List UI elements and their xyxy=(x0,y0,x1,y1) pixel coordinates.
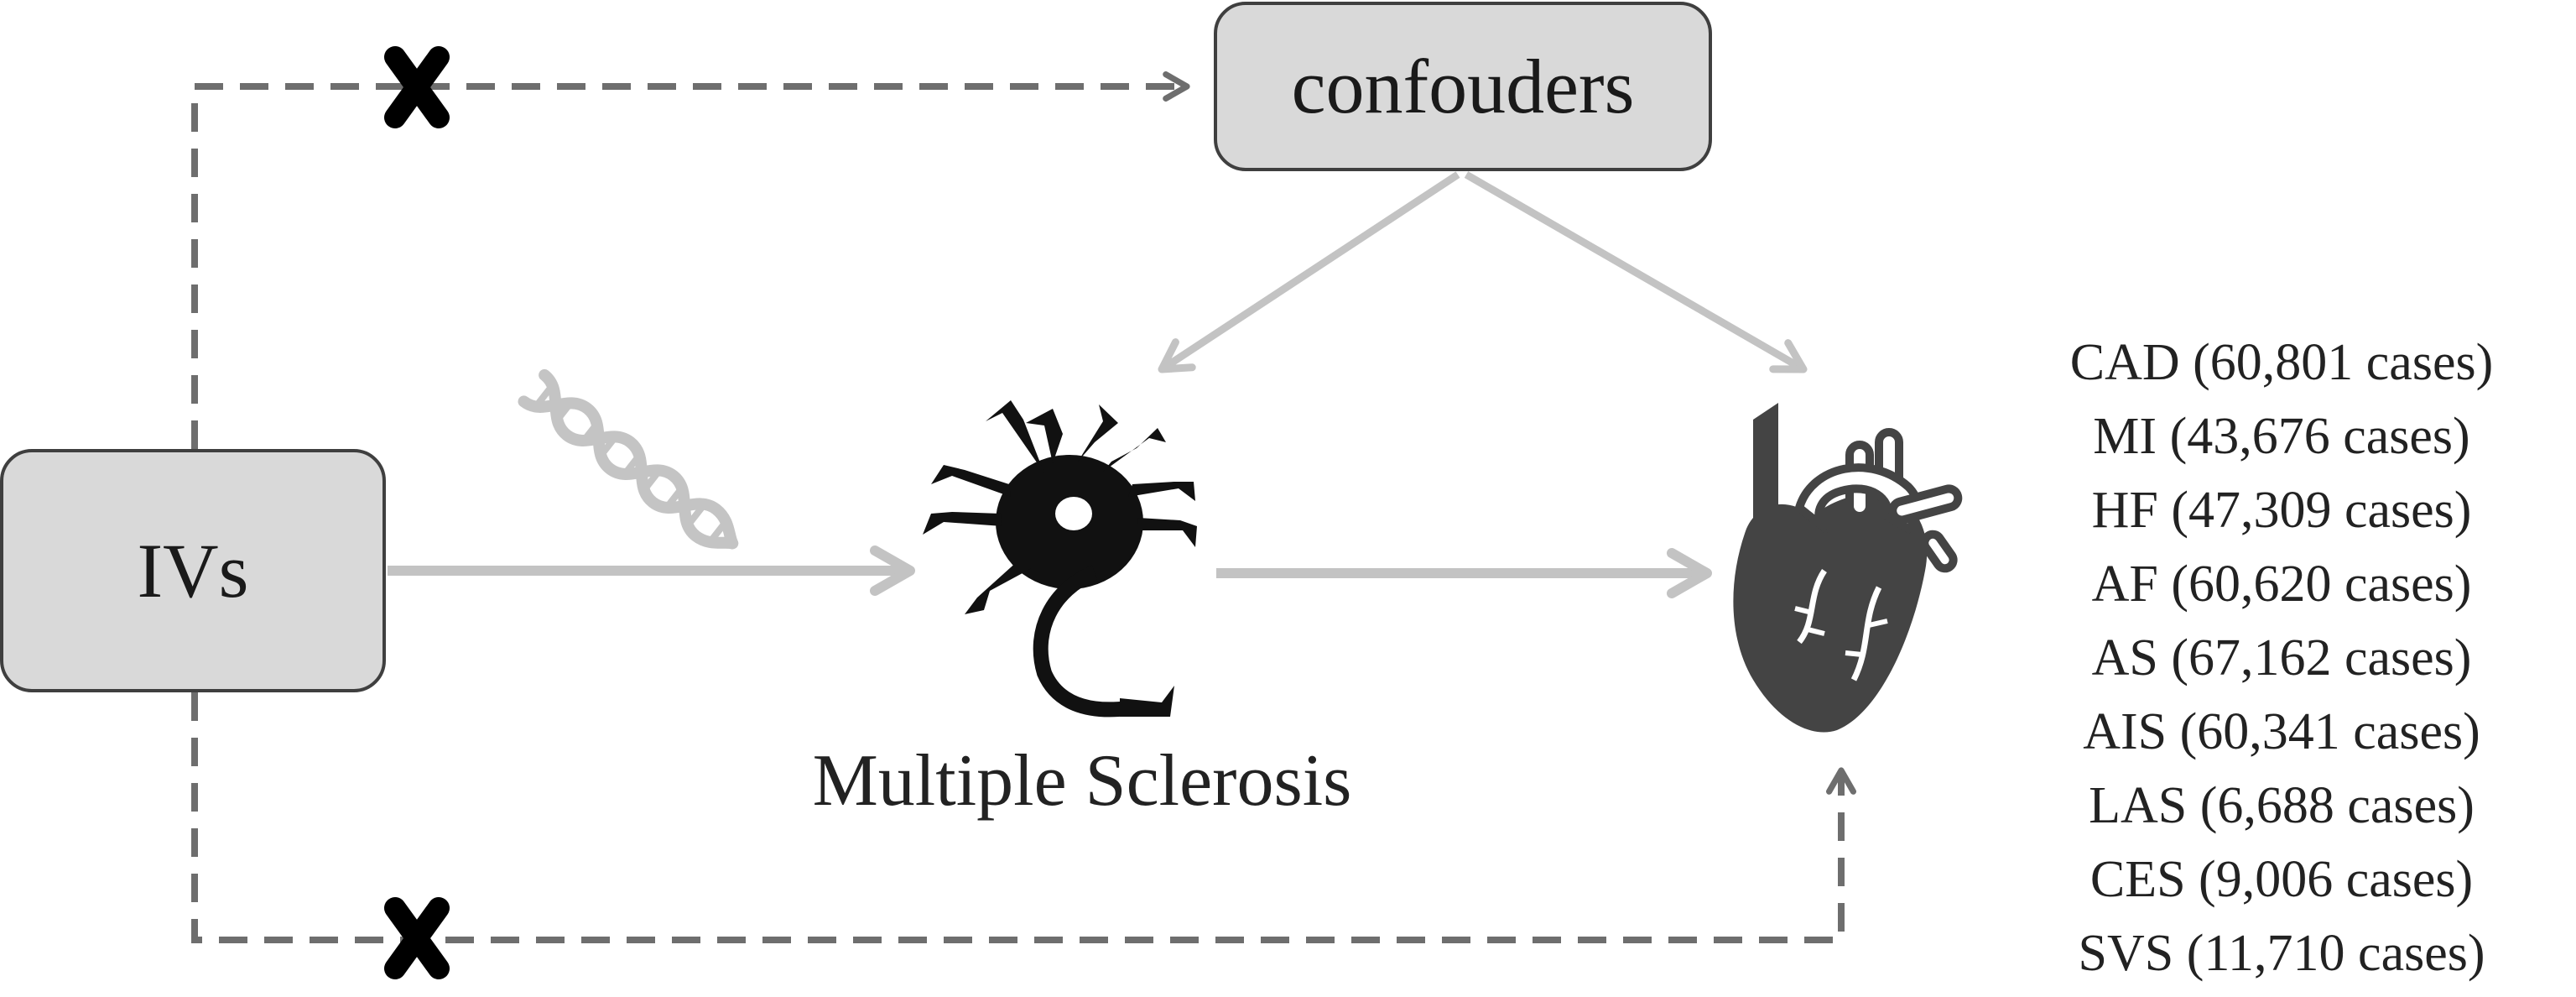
outcome-item: AIS (60,341 cases) xyxy=(2083,703,2480,760)
cross-mark-icon xyxy=(384,46,450,128)
confounders-label: confouders xyxy=(1291,44,1635,129)
arrow-confounders-to-outcome xyxy=(1464,171,1808,373)
exposure-label: Multiple Sclerosis xyxy=(812,740,1352,822)
ivs-box: IVs xyxy=(0,449,386,692)
outcome-item: CES (9,006 cases) xyxy=(2089,851,2474,908)
ivs-label: IVs xyxy=(137,528,249,613)
cross-mark-icon xyxy=(384,897,450,979)
outcome-item: LAS (6,688 cases) xyxy=(2089,777,2475,834)
outcome-item: CAD (60,801 cases) xyxy=(2069,334,2494,391)
heart-icon xyxy=(1733,403,1963,733)
outcome-item: AF (60,620 cases) xyxy=(2091,556,2472,613)
outcome-item: AS (67,162 cases) xyxy=(2091,629,2472,686)
arrow-confounders-to-ms xyxy=(1158,171,1460,373)
dashed-arrow-ivs-to-confounders xyxy=(191,71,1190,449)
neuron-icon xyxy=(923,400,1197,718)
dna-icon xyxy=(518,368,739,550)
outcome-item: MI (43,676 cases) xyxy=(2093,408,2470,465)
outcome-item: HF (47,309 cases) xyxy=(2091,482,2472,539)
confounders-box: confouders xyxy=(1214,2,1712,171)
outcome-list: CAD (60,801 cases) MI (43,676 cases) HF … xyxy=(1996,326,2567,990)
outcome-item: SVS (11,710 cases) xyxy=(2078,925,2485,982)
